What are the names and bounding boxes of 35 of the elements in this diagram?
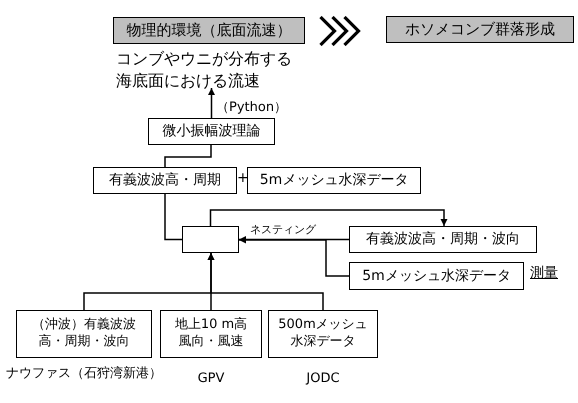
edge-label: ネスティング	[250, 222, 316, 237]
box-label: 有義波波高・周期・波向	[366, 230, 520, 249]
process-box	[93, 167, 237, 194]
process-box	[247, 167, 421, 194]
box-label: 5mメッシュ水深データ	[362, 266, 511, 286]
node-caption: GPV	[196, 370, 226, 388]
process-box	[16, 310, 152, 358]
connector-line	[164, 194, 182, 240]
arrow	[210, 209, 448, 226]
node-caption: JODC	[304, 370, 341, 388]
node-caption: ナウファス（石狩湾新港）	[5, 365, 163, 383]
process-box	[349, 262, 524, 290]
box-label: 物理的環境（底面流速）	[126, 20, 292, 40]
connector-line	[164, 145, 212, 167]
survey-note: 測量	[530, 264, 559, 283]
box-label: 微小振幅波理論	[162, 122, 260, 141]
box-label: （沖波）有義波波高・周期・波向	[31, 317, 137, 351]
box-label: 地上10 m高風向・風速	[174, 317, 248, 351]
process-box	[148, 118, 275, 145]
arrow	[239, 236, 349, 243]
box-label: 500mメッシュ水深データ	[277, 317, 369, 351]
box-label: ホソメコンブ群落形成	[405, 20, 555, 40]
process-box	[349, 226, 537, 253]
box-label: 有義波波高・周期	[109, 171, 221, 190]
heading-box	[386, 16, 574, 43]
plus-sign: +	[237, 170, 249, 186]
process-box	[268, 310, 378, 358]
model-box	[182, 226, 239, 253]
arrow	[208, 253, 324, 310]
process-box	[160, 310, 262, 358]
node-caption: コンブやウニが分布する海底面における流速	[116, 48, 293, 92]
arrow	[208, 88, 215, 118]
box-label: 5mメッシュ水深データ	[260, 171, 408, 190]
chevron-arrow	[318, 15, 361, 47]
heading-box	[113, 17, 305, 44]
